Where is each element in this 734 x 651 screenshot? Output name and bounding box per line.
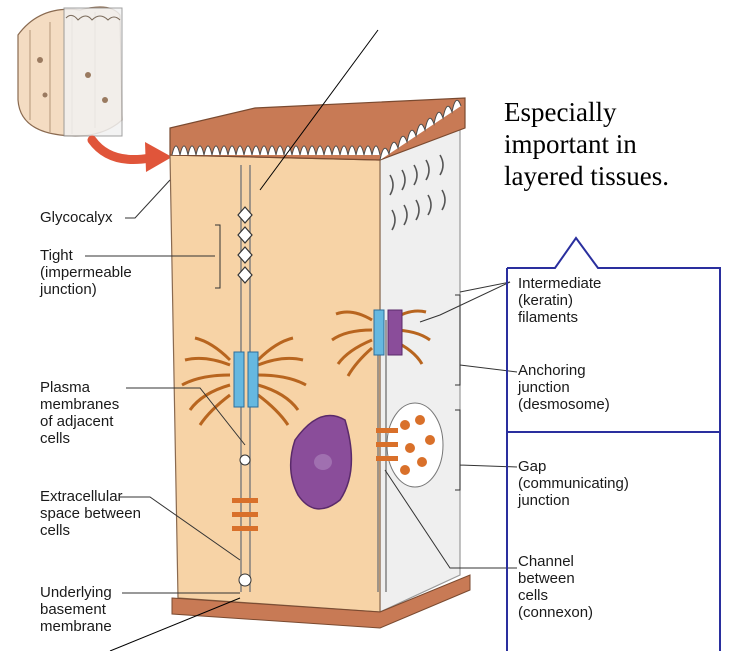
gap-junction-central: [232, 498, 258, 531]
label-extracellular-space: Extracellular space between cells: [40, 488, 141, 539]
note-text: Especially important in layered tissues.: [504, 96, 669, 192]
label-intermediate-filaments: Intermediate (keratin) filaments: [518, 275, 601, 326]
label-gap-junction: Gap (communicating) junction: [518, 458, 629, 509]
label-plasma-membranes: Plasma membranes of adjacent cells: [40, 379, 119, 447]
zoom-arrow-icon: [92, 140, 172, 172]
note-line: layered tissues.: [504, 160, 669, 192]
note-line: important in: [504, 128, 669, 160]
tissue-inset: [18, 7, 122, 136]
note-line: Especially: [504, 96, 669, 128]
adjacent-cell-panel: [380, 125, 460, 612]
label-glycocalyx: Glycocalyx: [40, 209, 113, 226]
label-channel-connexon: Channel between cells (connexon): [518, 553, 593, 621]
label-basement-membrane: Underlying basement membrane: [40, 584, 112, 635]
label-anchoring-junction: Anchoring junction (desmosome): [518, 362, 610, 413]
label-tight-junction: Tight (impermeable junction): [40, 247, 132, 298]
